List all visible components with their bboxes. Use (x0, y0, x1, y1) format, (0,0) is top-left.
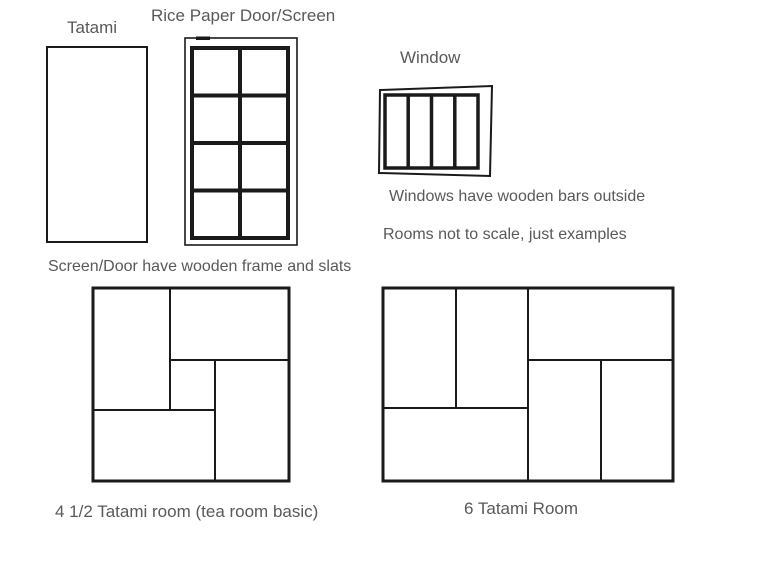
room-4-5-tatami-plan (91, 286, 291, 483)
label-room-6-tatami: 6 Tatami Room (464, 499, 579, 518)
room-4-5-outer-border (91, 286, 291, 483)
label-tatami: Tatami (67, 18, 118, 37)
tatami-mat-rect (46, 46, 148, 243)
label-screen-note: Screen/Door have wooden frame and slats (48, 258, 352, 275)
room-6-tatami-plan (381, 286, 675, 483)
label-scale-note: Rooms not to scale, just examples (383, 226, 627, 243)
label-room-4-5-tatami: 4 1/2 Tatami room (tea room basic) (55, 502, 319, 521)
label-window: Window (400, 48, 461, 67)
screen-top-notch (196, 36, 210, 40)
window-shape (377, 84, 494, 178)
rice-paper-screen-shape (184, 36, 298, 246)
label-rice-paper-door: Rice Paper Door/Screen (151, 6, 336, 25)
label-windows-note: Windows have wooden bars outside (389, 188, 646, 205)
tatami-mat-shape (46, 46, 148, 243)
